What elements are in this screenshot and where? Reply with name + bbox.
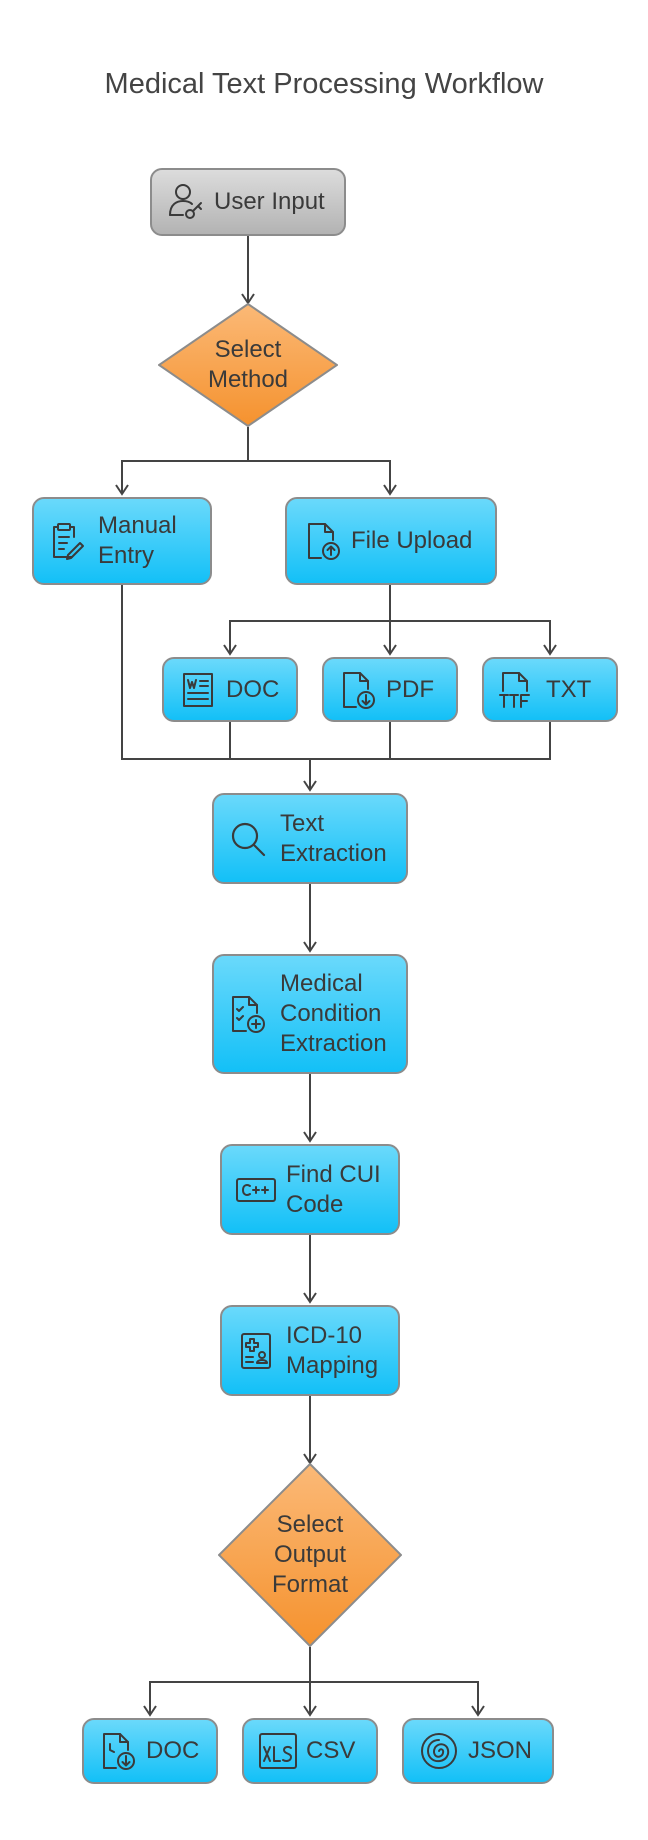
txt-input-label: TXT	[546, 675, 592, 703]
file-download-icon	[338, 669, 378, 711]
json-output-node[interactable]: JSON	[402, 1718, 554, 1784]
manual-entry-node[interactable]: Manual Entry	[32, 497, 212, 585]
user-input-node[interactable]: User Input	[150, 168, 346, 236]
doc-input-node[interactable]: DOC	[162, 657, 298, 722]
find-cui-label: Find CUI Code	[286, 1160, 381, 1218]
icd-mapping-label: ICD-10 Mapping	[286, 1321, 379, 1379]
text-extraction-label: Text Extraction	[280, 809, 387, 867]
code-icon	[234, 1175, 278, 1205]
pdf-input-label: PDF	[386, 675, 434, 703]
find-cui-node[interactable]: Find CUI Code	[220, 1144, 400, 1235]
edge-method-split	[121, 427, 390, 494]
txt-input-node[interactable]: TXT	[482, 657, 618, 722]
manual-entry-label: Manual Entry	[98, 512, 177, 569]
select-method-decision[interactable]: Select Method	[158, 303, 338, 427]
ttf-file-icon	[496, 669, 538, 711]
pdf-input-node[interactable]: PDF	[322, 657, 458, 722]
csv-output-node[interactable]: CSV	[242, 1718, 378, 1784]
file-upload-label: File Upload	[351, 527, 473, 554]
edge-merge	[121, 585, 551, 760]
medical-checklist-icon	[226, 993, 270, 1035]
spiral-icon	[418, 1731, 460, 1771]
search-icon	[226, 819, 270, 859]
select-output-decision[interactable]: Select Output Format	[218, 1463, 402, 1647]
json-output-label: JSON	[468, 1737, 533, 1764]
diagram-title: Medical Text Processing Workflow	[104, 68, 544, 100]
text-extraction-node[interactable]: Text Extraction	[212, 793, 408, 884]
select-output-label: Select Output Format	[271, 1511, 348, 1598]
csv-output-label: CSV	[306, 1737, 356, 1764]
medical-condition-label: Medical Condition Extraction	[280, 970, 387, 1057]
user-icon	[164, 182, 208, 222]
user-input-label: User Input	[214, 188, 325, 215]
xls-file-icon	[258, 1731, 298, 1771]
select-method-label: Select Method	[207, 336, 289, 393]
clock-download-icon	[98, 1730, 138, 1772]
doc-input-label: DOC	[226, 675, 280, 703]
doc-output-label: DOC	[146, 1737, 200, 1764]
file-upload-icon	[303, 520, 343, 562]
medical-condition-node[interactable]: Medical Condition Extraction	[212, 954, 408, 1074]
clipboard-edit-icon	[44, 521, 88, 561]
doc-output-node[interactable]: DOC	[82, 1718, 218, 1784]
icd-mapping-node[interactable]: ICD-10 Mapping	[220, 1305, 400, 1396]
medical-id-icon	[234, 1330, 278, 1372]
document-icon	[178, 670, 218, 710]
file-upload-node[interactable]: File Upload	[285, 497, 497, 585]
edge-format-split	[149, 1647, 478, 1715]
